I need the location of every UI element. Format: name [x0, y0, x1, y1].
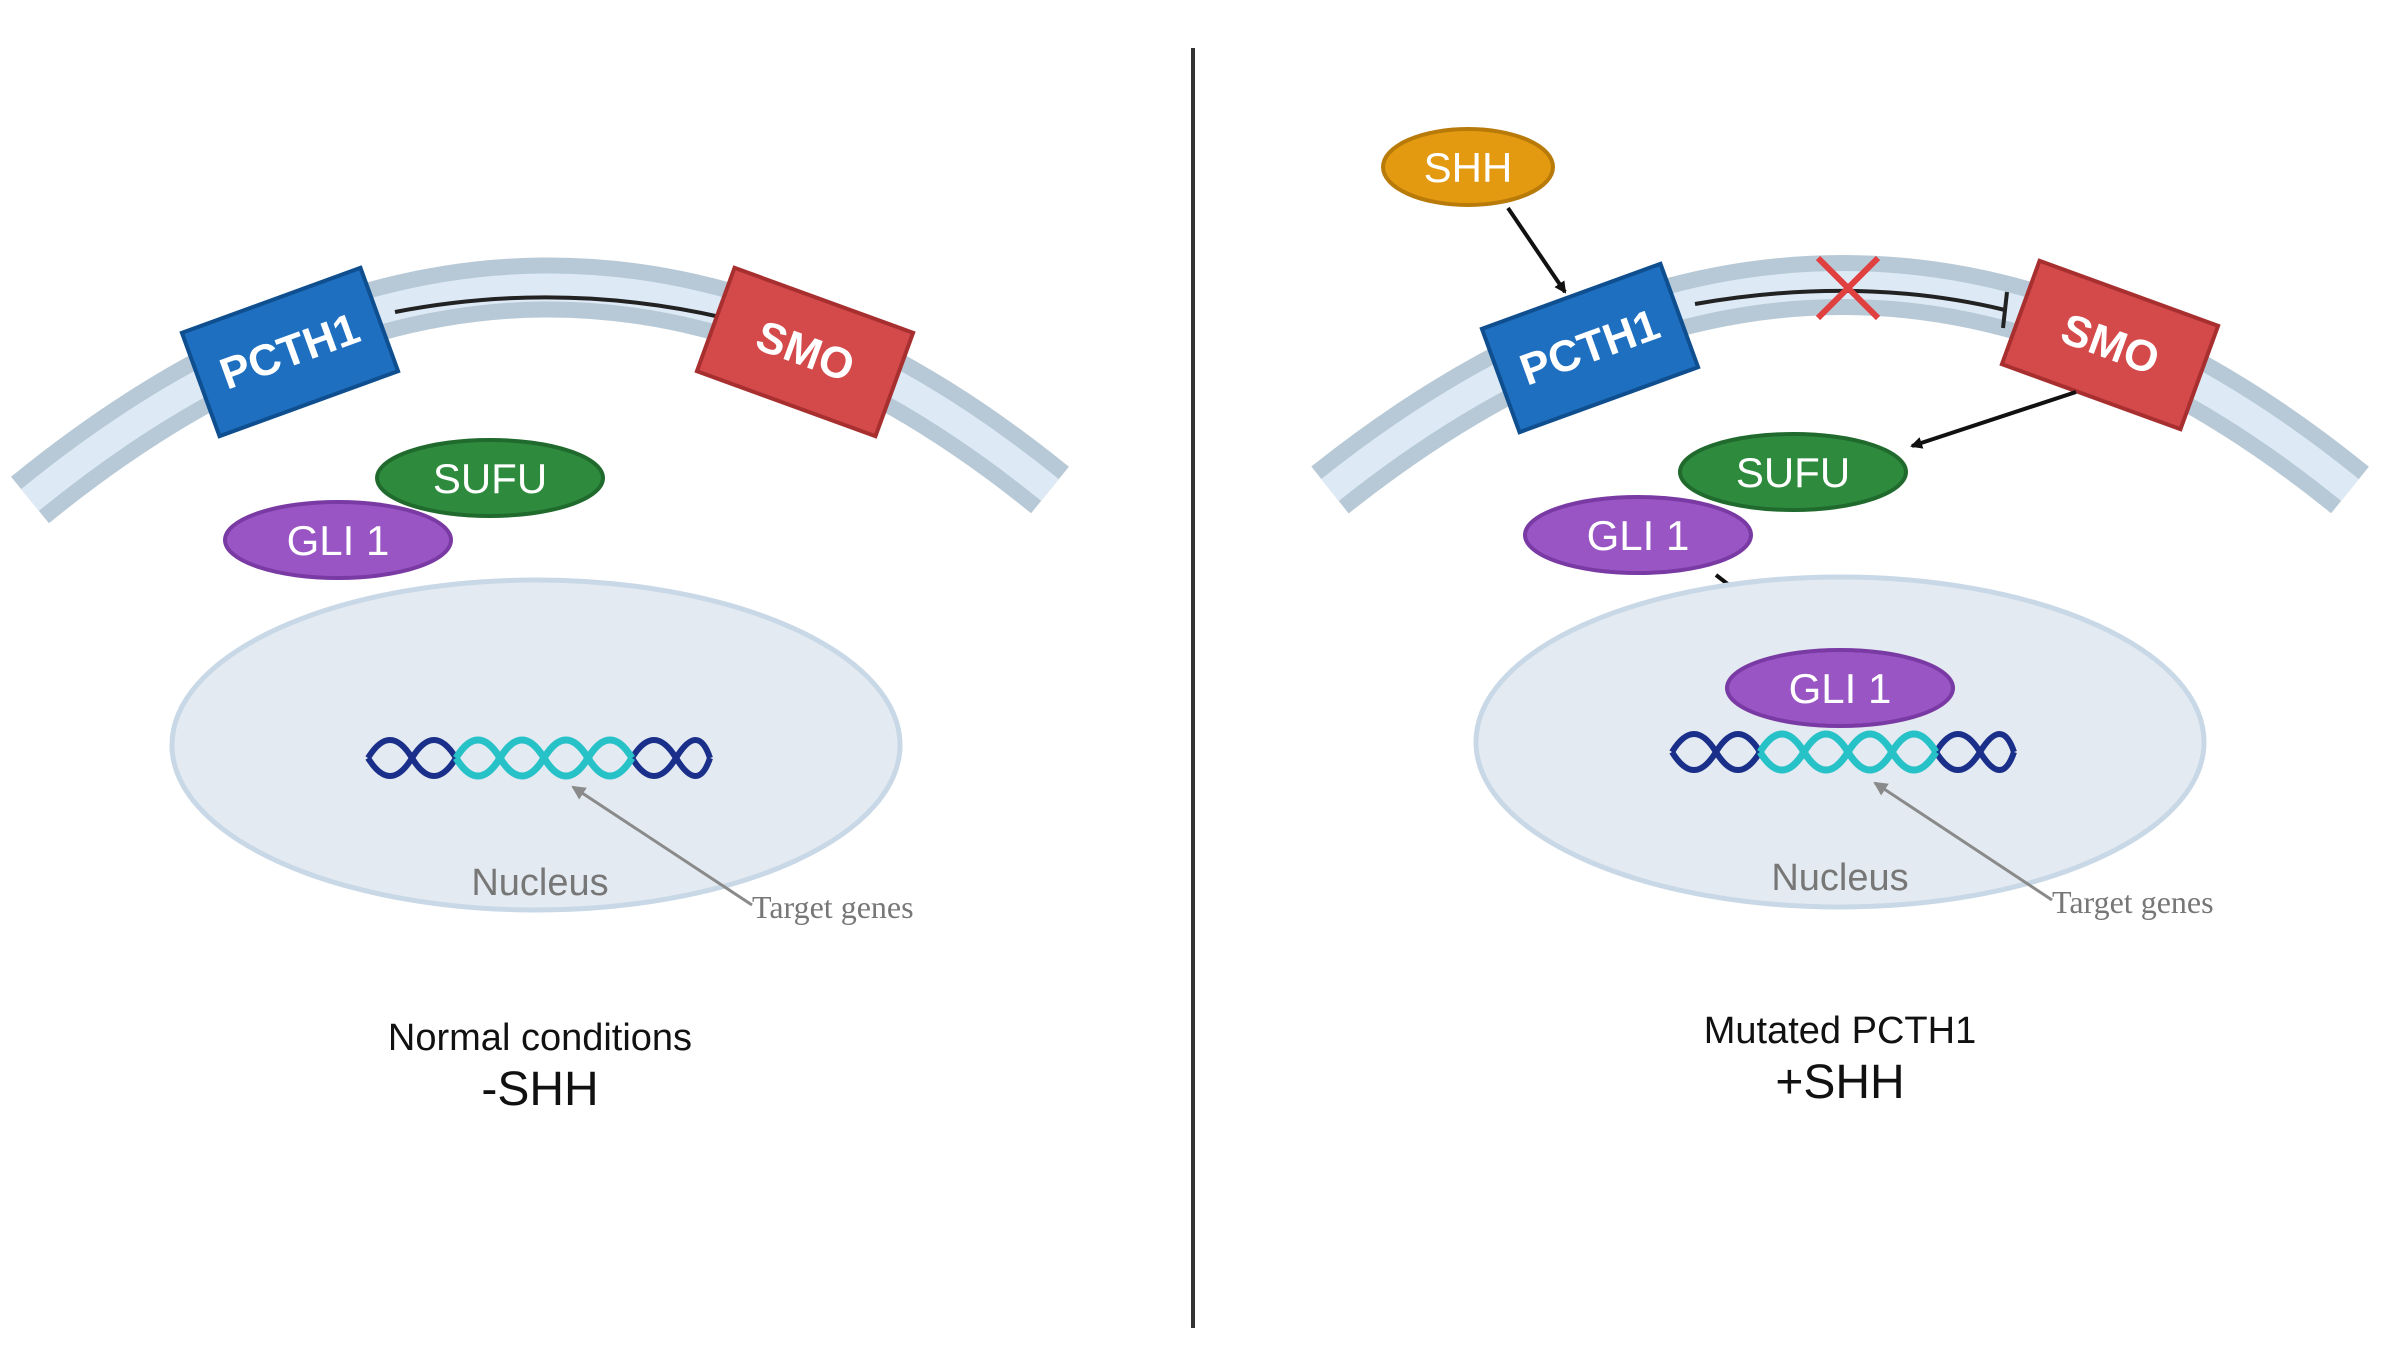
- dna-helix: [365, 736, 713, 780]
- shh-ligand: [1381, 127, 1555, 207]
- dna-helix: [1669, 730, 2017, 774]
- condition-caption: Mutated PCTH1: [1704, 1010, 1976, 1052]
- condition-caption: Normal conditions: [388, 1017, 692, 1059]
- nucleus-label: Nucleus: [471, 862, 608, 904]
- inhibition-line: [394, 295, 726, 320]
- cell-membrane-inner: [21, 273, 1059, 511]
- target-genes-label: Target genes: [752, 889, 914, 925]
- sufu-protein: [1678, 432, 1908, 512]
- shh-label: SHH: [1424, 144, 1513, 191]
- gli1-protein-cytoplasm: [1523, 495, 1753, 575]
- smo-to-sufu-arrow: [1910, 390, 2077, 449]
- target-genes-pointer: [1873, 781, 2053, 902]
- pcth1-receptor: PCTH1: [179, 265, 401, 439]
- pcth1-receptor: PCTH1: [1479, 261, 1701, 435]
- nucleus-label: Nucleus: [1771, 857, 1908, 899]
- sufu-label: SUFU: [1736, 449, 1850, 496]
- panel-mutated: SHH PCTH1 SMO SUFU GLI 1: [1311, 127, 2369, 1109]
- blocked-x-icon: [1815, 255, 1881, 321]
- target-genes-pointer: [571, 785, 753, 907]
- gli1-protein-nucleus: [1725, 648, 1955, 728]
- gli1-label: GLI 1: [1587, 512, 1690, 559]
- sufu-label: SUFU: [433, 455, 547, 502]
- inhibition-bar: [2001, 291, 2009, 329]
- shh-state-caption: +SHH: [1775, 1056, 1904, 1109]
- smo-receptor: SMO: [694, 265, 916, 439]
- shh-state-caption: -SHH: [481, 1063, 598, 1116]
- gli1-nucleus-label: GLI 1: [1789, 665, 1892, 712]
- panel-normal: PCTH1 SMO SUFU GLI 1 Target genes Nucleu…: [11, 257, 1069, 1116]
- gli1-protein: [223, 500, 453, 580]
- shh-to-pcth1-arrow: [1506, 206, 1567, 294]
- smo-receptor: SMO: [1999, 258, 2221, 432]
- sufu-protein: [375, 438, 605, 518]
- gli1-label: GLI 1: [287, 517, 390, 564]
- target-genes-label: Target genes: [2052, 884, 2214, 920]
